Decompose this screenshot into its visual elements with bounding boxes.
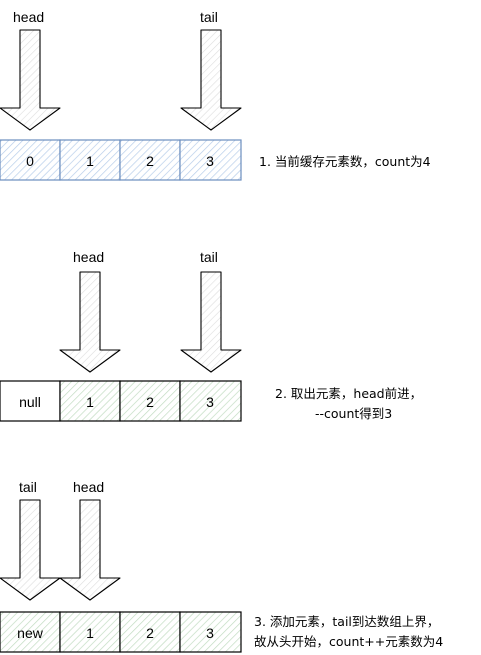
step-note: 2. 取出元素，head前进，: [275, 386, 422, 401]
array-stage-3: new 1 2 3: [0, 611, 242, 653]
array-cell: [59, 611, 121, 653]
cell-value: 3: [206, 625, 214, 641]
cell-value: 1: [86, 153, 94, 169]
cell-value: 0: [26, 153, 34, 169]
array-cell: [119, 139, 181, 181]
array-cell: [179, 380, 242, 422]
array-stage-2: null 1 2 3: [0, 380, 242, 422]
cell-value: 1: [86, 394, 94, 410]
array-cell: [0, 611, 61, 653]
stage-1: head tail 0 1 2 3 1. 当前缓存元素数，count为4: [0, 9, 431, 181]
stage-3: tail head new 1 2 3 3. 添加元素，tail到达数组上界， …: [0, 479, 443, 653]
cell-value: null: [19, 394, 41, 410]
tail-label: tail: [200, 249, 218, 265]
head-arrow: [59, 499, 121, 601]
step-note: 故从头开始，count++元素数为4: [254, 634, 443, 649]
step-note: 1. 当前缓存元素数，count为4: [259, 154, 431, 169]
step-note: 3. 添加元素，tail到达数组上界，: [254, 614, 439, 629]
head-label: head: [73, 479, 104, 495]
cell-value: 1: [86, 625, 94, 641]
array-stage-1: 0 1 2 3: [0, 139, 242, 181]
cell-value: 2: [146, 394, 154, 410]
tail-arrow: [0, 499, 61, 601]
head-arrow: [59, 271, 121, 373]
step-note: --count得到3: [315, 406, 392, 421]
cell-value: 2: [146, 625, 154, 641]
array-cell: [179, 139, 242, 181]
tail-label: tail: [19, 479, 37, 495]
tail-arrow: [180, 271, 242, 373]
cell-value: 3: [206, 153, 214, 169]
head-arrow: [0, 29, 61, 131]
cell-value: 3: [206, 394, 214, 410]
cell-value: 2: [146, 153, 154, 169]
stage-2: head tail null 1 2 3 2. 取出元素，head前进， --c…: [0, 249, 422, 422]
head-label: head: [73, 249, 104, 265]
array-cell: [59, 139, 121, 181]
tail-label: tail: [200, 9, 218, 25]
tail-arrow: [180, 29, 242, 131]
cell-value: new: [17, 625, 44, 641]
array-cell: [179, 611, 242, 653]
head-label: head: [13, 9, 44, 25]
